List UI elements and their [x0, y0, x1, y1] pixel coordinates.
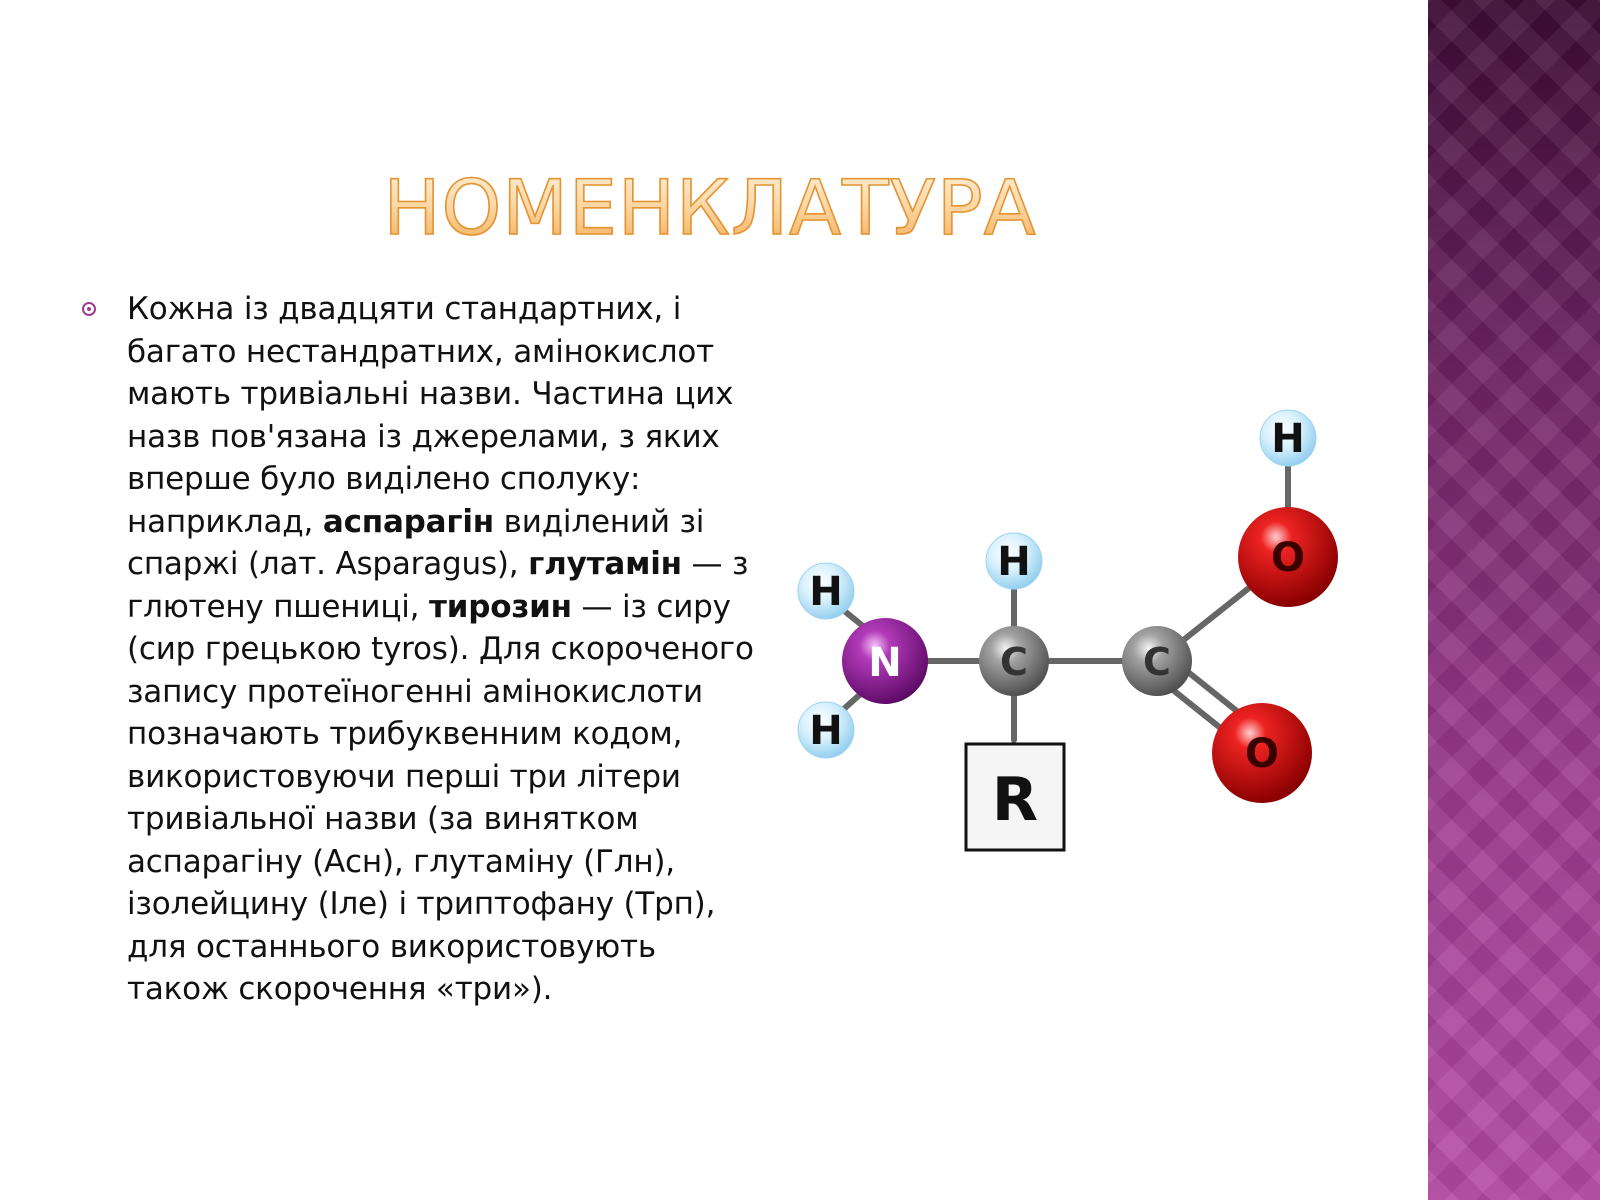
atom-h-hydroxyl-label: H [1271, 416, 1304, 462]
atom-n-amine-label: N [868, 640, 901, 686]
body-bold-term: глутамін [528, 546, 682, 582]
atom-n-amine: N [842, 618, 928, 704]
body-text-run: — з глютену пшениці, [127, 546, 749, 625]
atom-h-amine-bottom-label: H [809, 708, 842, 754]
amino-acid-structure-diagram: H O H H N C C H O R [797, 409, 1338, 852]
atom-c-carboxyl: C [1122, 626, 1192, 696]
bullet-circle-icon [82, 302, 96, 316]
atom-h-hydroxyl: H [1259, 409, 1317, 467]
atom-o-hydroxyl: O [1238, 507, 1338, 607]
atom-c-carboxyl-label: C [1143, 640, 1171, 684]
atom-o-carbonyl-label: O [1245, 731, 1279, 777]
body-text-run: Кожна із двадцяти стандартних, і багато … [127, 291, 734, 540]
atom-h-amine-bottom: H [797, 701, 855, 759]
body-text-run: — із сиру (сир грецькою tyros). Для скор… [127, 588, 754, 1008]
body-bold-term: аспарагін [322, 503, 495, 540]
slide-title: НОМЕНКЛАТУРА [380, 160, 1040, 256]
r-group-label: R [992, 765, 1038, 835]
atom-c-alpha: C [979, 626, 1049, 696]
atom-h-alpha-label: H [997, 539, 1030, 585]
atom-h-amine-top: H [797, 562, 855, 620]
r-group-box: R [964, 742, 1066, 852]
atom-o-hydroxyl-label: O [1271, 535, 1305, 581]
atom-h-amine-top-label: H [809, 569, 842, 615]
slide-content: Кожна із двадцяти стандартних, і багато … [78, 288, 768, 1011]
body-text-run: виділений зі спаржі (лат. Asparagus), [127, 503, 705, 583]
atom-o-carbonyl: O [1212, 703, 1312, 803]
body-bold-term: тирозин [428, 588, 572, 625]
body-paragraph: Кожна із двадцяти стандартних, і багато … [127, 288, 767, 1011]
atom-c-alpha-label: C [1000, 640, 1028, 684]
atom-h-alpha: H [985, 532, 1043, 590]
decorative-side-band [1428, 0, 1600, 1200]
molecular-bonds [823, 435, 1291, 757]
